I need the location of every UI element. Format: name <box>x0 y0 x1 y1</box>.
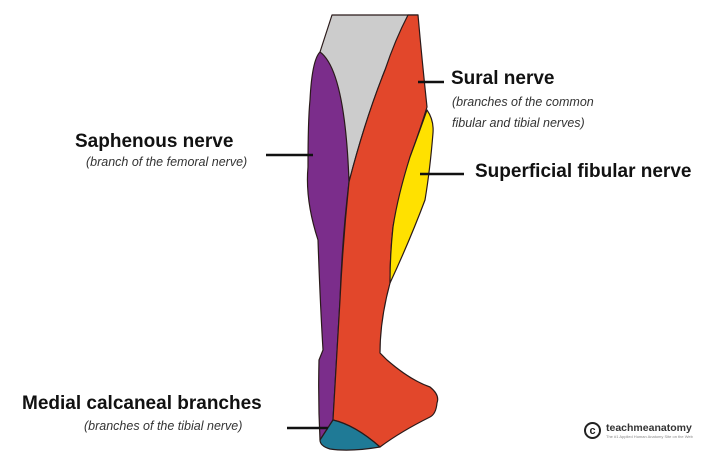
superficial-fibular-nerve-label: Superficial fibular nerve <box>475 161 692 182</box>
sural-nerve-label: Sural nerve <box>451 68 555 89</box>
logo-name: teachmeanatomy <box>606 422 692 434</box>
teachmeanatomy-logo: c teachmeanatomy The #1 Applied Human An… <box>584 422 693 439</box>
copyright-icon: c <box>584 422 601 439</box>
saphenous-nerve-subtitle: (branch of the femoral nerve) <box>86 155 248 169</box>
sural-nerve-subtitle-line2: fibular and tibial nerves) <box>452 116 585 130</box>
superficial-fibular-region <box>389 109 434 284</box>
medial-calcaneal-branches-label: Medial calcaneal branches <box>22 393 262 414</box>
medial-calcaneal-region <box>319 419 381 451</box>
saphenous-nerve-label: Saphenous nerve <box>75 131 234 152</box>
medial-calcaneal-branches-subtitle: (branches of the tibial nerve) <box>84 419 243 433</box>
logo-tagline: The #1 Applied Human Anatomy Site on the… <box>606 434 693 439</box>
sural-nerve-subtitle-line1: (branches of the common <box>452 95 594 109</box>
